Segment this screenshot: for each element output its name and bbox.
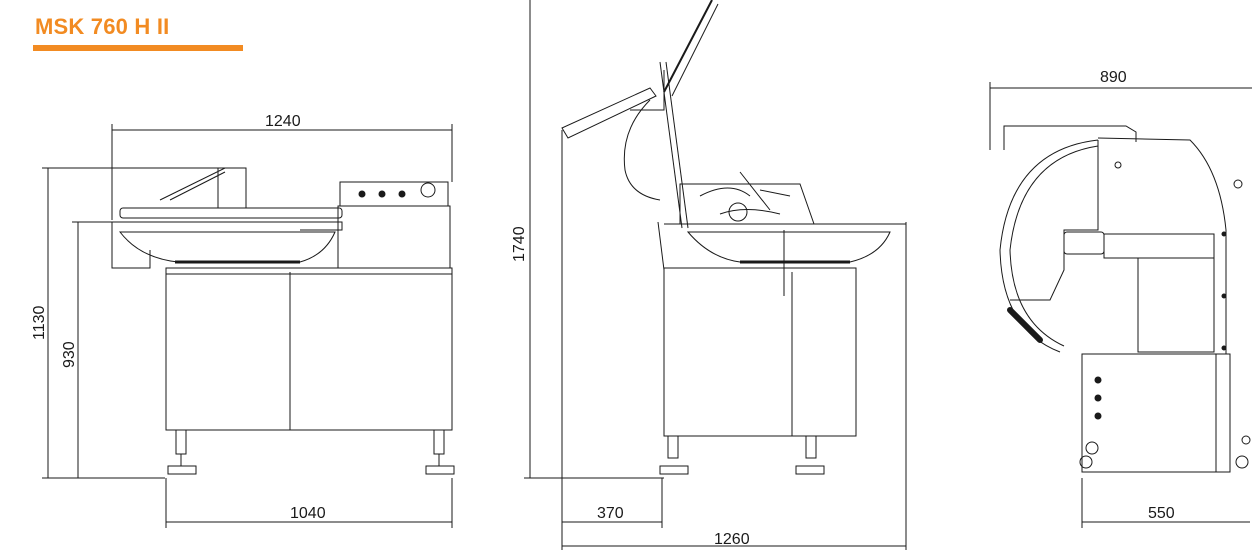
dim-label-1260: 1260 xyxy=(714,531,750,548)
dim-label-1740: 1740 xyxy=(511,226,528,262)
dim-label-550: 550 xyxy=(1148,505,1175,522)
dim-label-930: 930 xyxy=(61,341,78,368)
dim-label-370: 370 xyxy=(597,505,624,522)
title-underline xyxy=(33,45,243,51)
rear-view: 890 550 xyxy=(989,69,1252,528)
dim-label-890: 890 xyxy=(1100,69,1127,86)
side-view: 1740 370 1260 xyxy=(511,0,907,550)
product-title: MSK 760 H II xyxy=(35,14,170,39)
dim-label-1040: 1040 xyxy=(290,505,326,522)
dim-label-1240: 1240 xyxy=(265,113,301,130)
dim-label-1130: 1130 xyxy=(31,305,48,340)
front-view: 1240 1130 930 1040 xyxy=(31,113,455,528)
